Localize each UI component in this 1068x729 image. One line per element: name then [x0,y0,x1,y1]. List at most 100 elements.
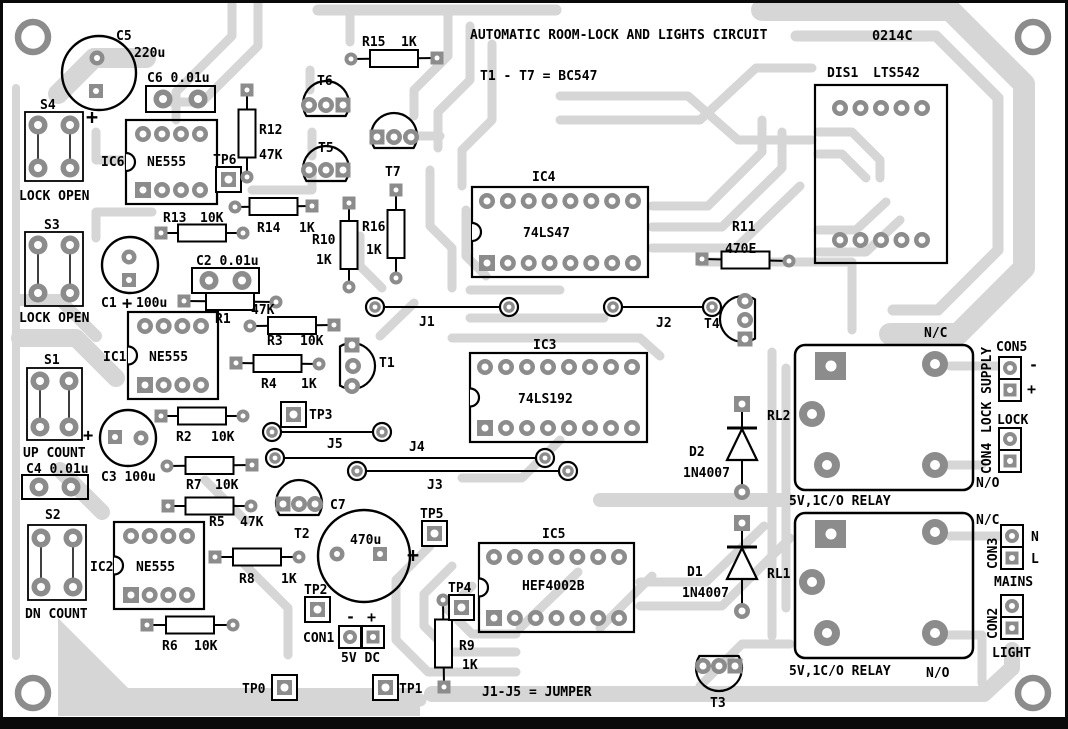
copper-pour [58,618,420,716]
component-label: N/C [976,513,999,528]
component-label: R16 [362,220,386,235]
component-label: CON5 [996,340,1027,355]
component-label: + [1027,380,1036,398]
transistor-T4: T4 [704,293,757,347]
testpoint-TP3: TP3 [280,401,332,428]
transistor-T7: T7 [369,111,419,180]
component-label: DN COUNT [25,607,88,622]
component-label: IC4 [532,170,556,185]
component-label: 1N4007 [682,586,729,601]
component-label: IC5 [542,527,565,542]
component-label: 100u [136,296,167,311]
component-label: DIS1 [827,66,858,81]
component-label: N/C [924,326,947,341]
component-label: + [83,426,93,446]
connector-CON5: CON5-+LOCK SUPPLY [980,340,1038,433]
jumper-J3: J3 [346,460,579,493]
component-label: NE555 [147,155,186,170]
transistor-T3: T3 [694,654,744,711]
component-label: + [367,608,376,626]
component-label: R2 [176,430,192,445]
mounting-hole [14,674,52,712]
component-label: 10K [200,211,224,226]
component-label: 1K [401,35,417,50]
component-label: 1K [462,658,478,673]
component-label: R3 [267,334,283,349]
component-label: NE555 [136,560,175,575]
component-label: LOCK OPEN [19,189,90,204]
testpoint-TP5: TP5 [420,507,448,547]
testpoint-TP1: TP1 [372,674,423,701]
component-label: R12 [259,123,282,138]
component-label: S1 [44,353,60,368]
component-label: C5 [116,29,132,44]
component-label: R10 [312,233,336,248]
component-label: D1 [687,565,703,580]
transistor-note: T1 - T7 = BC547 [480,69,597,84]
component-label: + [86,105,98,129]
component-label: CON4 [980,443,995,474]
component-label: 47K [259,148,283,163]
transistor-T1: T1 [338,337,395,394]
diode-D2: D2 1N4007 [683,396,759,500]
component-label: 5V DC [341,651,380,666]
component-label: R14 [257,221,281,236]
component-label: TP0 [242,682,266,697]
cap-C1: C1+100u [100,235,167,314]
component-label: S4 [40,98,56,113]
board-border-bottom [0,717,1068,729]
component-label: J5 [327,437,343,452]
component-label: IC2 [90,560,113,575]
component-label: R15 [362,35,385,50]
jumper-J2: J2 [602,296,723,331]
component-label: D2 [689,445,705,460]
component-label: C4 0.01u [26,462,89,477]
cap-C4: C4 0.01u [21,462,89,500]
component-label: C1 [101,296,117,311]
component-label: R8 [239,572,255,587]
ic-IC2: IC2 NE555 [90,520,206,611]
component-label: IC3 [533,338,556,353]
component-label: LIGHT [992,646,1031,661]
component-label: 5V,1C/O RELAY [789,664,891,679]
component-label: T1 [379,356,395,371]
cap-C6: C6 0.01u [145,71,216,113]
component-label: T7 [385,165,401,180]
component-label: TP4 [448,581,472,596]
component-label: + [407,543,419,567]
cap-C3: +C3 100u [83,408,158,485]
diode-D1: D1 1N4007 [682,515,759,619]
component-label: T3 [710,696,726,711]
component-label: 1N4007 [683,466,730,481]
testpoint-TP0: TP0 [242,674,298,701]
resistor-R16: R16 1K [362,183,406,285]
component-label: IC1 [103,350,127,365]
component-label: CON2 [986,608,1001,639]
component-label: C2 0.01u [196,254,259,269]
transistor-T2: T2 [274,478,324,542]
component-label: N/O [926,666,950,681]
component-label: 10K [211,430,235,445]
component-label: 1K [366,243,382,258]
transistor-T6: T6 [301,74,351,118]
component-label: - [1029,356,1038,374]
component-label: LOCK [997,413,1028,428]
component-label: UP COUNT [23,446,86,461]
jumper-J1: J1 [364,296,520,330]
component-label: 10K [215,478,239,493]
